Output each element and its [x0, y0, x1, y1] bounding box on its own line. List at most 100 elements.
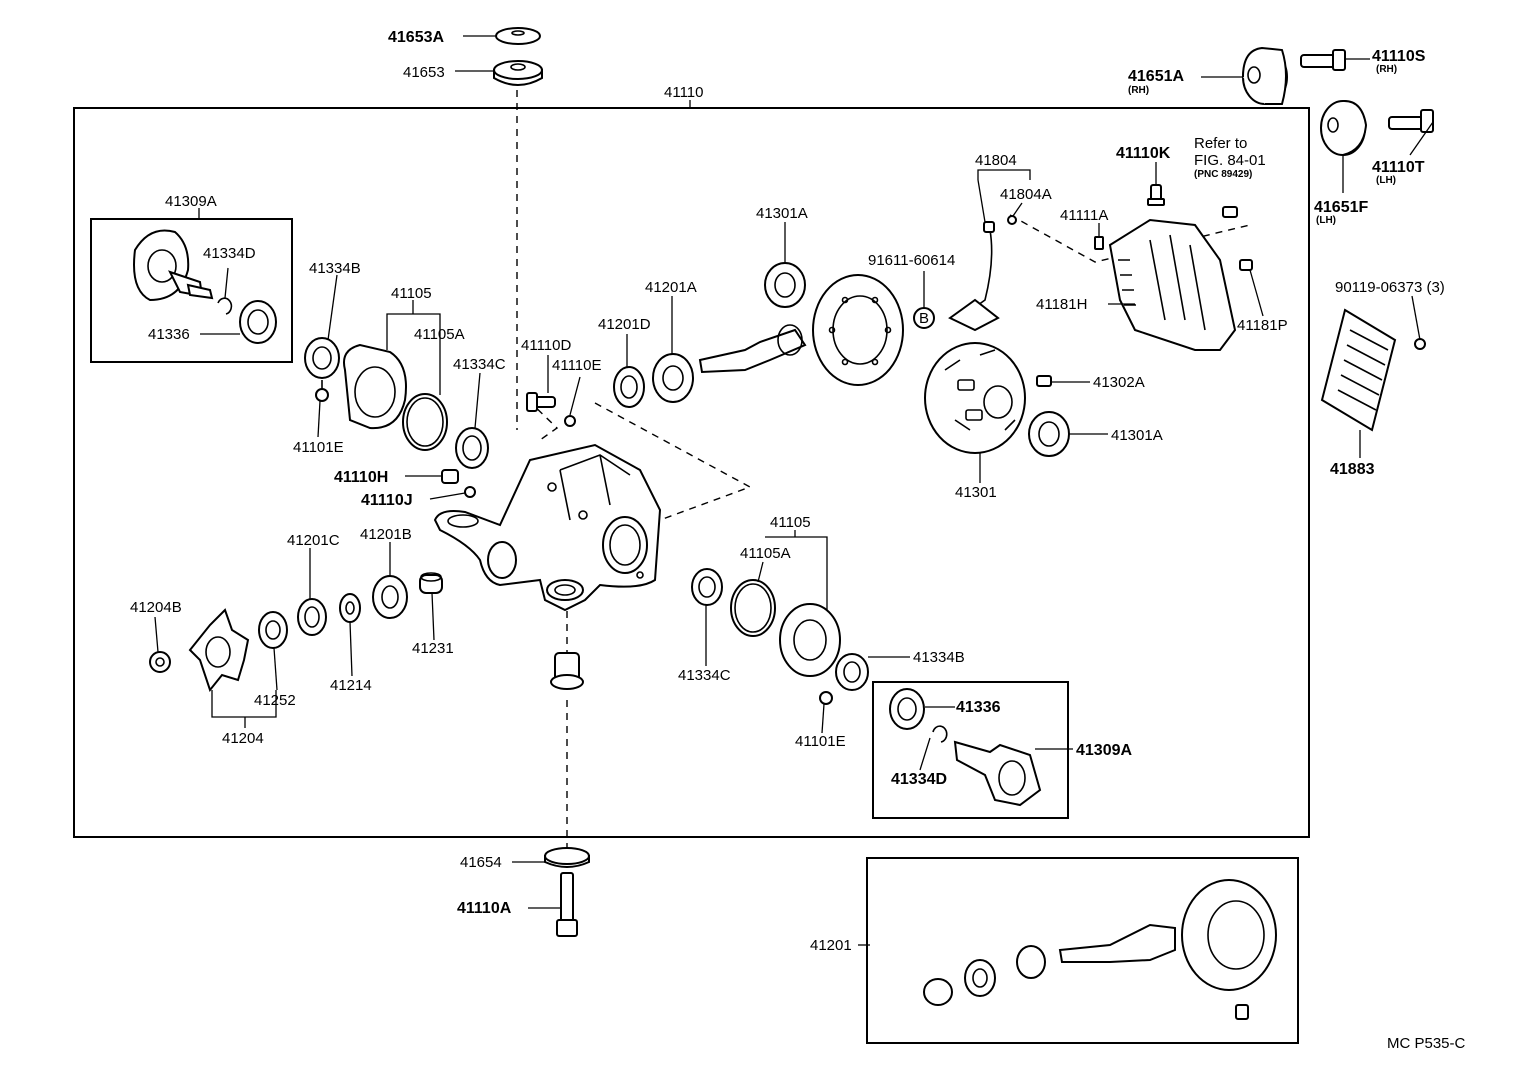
- label-41110D: 41110D: [521, 337, 571, 354]
- oil-seal-41334B-left: [304, 337, 340, 379]
- shim-41334C-right: [691, 568, 723, 606]
- axle-flange-41309A-right: [953, 740, 1042, 807]
- label-41201D: 41201D: [598, 316, 651, 333]
- label-41110T-lh: (LH): [1376, 175, 1396, 186]
- label-41110K: 41110K: [1116, 145, 1171, 162]
- nut-41204B: [149, 651, 171, 673]
- label-41105A-right: 41105A: [740, 545, 791, 562]
- label-41110E: 41110E: [552, 357, 602, 374]
- label-41201: 41201: [810, 937, 852, 954]
- label-41110J: 41110J: [361, 492, 413, 509]
- breather-41110K: [1147, 184, 1165, 206]
- speed-sensor-41804: [948, 221, 1000, 332]
- label-41334D-top: 41334D: [203, 245, 256, 262]
- cushion-41653A: [495, 27, 541, 45]
- label-41309A-bottom: 41309A: [1076, 742, 1132, 759]
- bearing-41201C: [297, 598, 327, 636]
- bolt-41110T: [1388, 109, 1434, 133]
- ring-pinion-set-frame: [866, 857, 1299, 1044]
- label-41181P: 41181P: [1237, 317, 1288, 334]
- label-41883: 41883: [1330, 461, 1375, 478]
- label-41101E-left: 41101E: [293, 439, 344, 456]
- gasket-41804A: [1007, 215, 1017, 225]
- oil-seal-41336-left: [239, 300, 277, 344]
- refer-line-3: (PNC 89429): [1194, 169, 1252, 180]
- rear-cover-41181H: [1108, 218, 1237, 351]
- bearing-retainer-41105-right: [779, 603, 841, 677]
- stopper-41654: [544, 847, 590, 868]
- label-41101E-right: 41101E: [795, 733, 846, 750]
- mount-41654-top: [550, 652, 584, 690]
- oil-seal-41336-right: [889, 688, 925, 730]
- gasket-41110E: [564, 415, 576, 427]
- differential-carrier-housing: [433, 443, 662, 612]
- label-41110T: 41110T: [1372, 159, 1425, 176]
- label-41651F-lh: (LH): [1316, 215, 1336, 226]
- label-41334C-left: 41334C: [453, 356, 506, 373]
- bearing-41301A-right: [1028, 411, 1070, 457]
- label-41105-right: 41105: [770, 514, 811, 531]
- bolt-90119: [1414, 338, 1426, 350]
- cover-41651A: [1242, 46, 1288, 105]
- pin-41111A: [1094, 236, 1104, 250]
- assembly-line-sensor: [1009, 214, 1251, 263]
- label-41252: 41252: [254, 692, 296, 709]
- refer-line-1: Refer to: [1194, 135, 1247, 152]
- axle-flange-41309A-left: [133, 229, 214, 302]
- gear-kit-41201: [923, 879, 1277, 1020]
- bolt-41110S: [1300, 49, 1346, 71]
- label-41105-left: 41105: [391, 285, 432, 302]
- label-41301A-top: 41301A: [756, 205, 808, 222]
- label-41181H: 41181H: [1036, 296, 1087, 313]
- label-41336-top: 41336: [148, 326, 190, 343]
- bolt-41181P: [1239, 259, 1253, 271]
- snap-ring-41334D-left: [217, 297, 233, 315]
- label-91611-60614: 91611-60614: [868, 252, 955, 269]
- o-ring-41105A-left: [402, 393, 448, 451]
- drive-pinion: [698, 324, 807, 374]
- plug-41110D: [526, 392, 556, 412]
- bearing-41201B: [372, 575, 408, 619]
- o-ring-41105A-right: [730, 579, 776, 637]
- spacer-41231: [419, 572, 443, 594]
- label-41302A: 41302A: [1093, 374, 1145, 391]
- oil-slinger-41214: [339, 593, 361, 623]
- label-41654: 41654: [460, 854, 502, 871]
- plate-41883: [1320, 308, 1397, 432]
- label-41301A-right: 41301A: [1111, 427, 1163, 444]
- refer-line-2: FIG. 84-01: [1194, 152, 1266, 169]
- label-41110S-rh: (RH): [1376, 64, 1397, 75]
- diagram-code: MC P535-C: [1387, 1035, 1466, 1052]
- label-41110H: 41110H: [334, 469, 388, 486]
- label-41201B: 41201B: [360, 526, 412, 543]
- marker-B: B: [913, 307, 935, 329]
- axle-shaft-left-inset: [90, 218, 293, 363]
- snap-ring-41334D-right: [932, 725, 948, 743]
- label-41653A: 41653A: [388, 29, 444, 46]
- label-41334D-bottom: 41334D: [891, 771, 947, 788]
- cushion-41653: [493, 60, 543, 86]
- bolt-41302A: [1036, 375, 1052, 387]
- label-41653: 41653: [403, 64, 445, 81]
- label-41336-bottom: 41336: [956, 699, 1001, 716]
- label-41334B-left: 41334B: [309, 260, 361, 277]
- companion-flange-41204: [188, 608, 250, 693]
- label-41301: 41301: [955, 484, 997, 501]
- label-41110A: 41110A: [457, 900, 512, 917]
- bearing-41301A-top: [764, 262, 806, 308]
- label-41201C: 41201C: [287, 532, 340, 549]
- label-41111A: 41111A: [1060, 207, 1108, 224]
- plug-41110H: [441, 469, 459, 484]
- cover-41651F: [1320, 99, 1368, 156]
- label-41334C-right: 41334C: [678, 667, 731, 684]
- label-41110: 41110: [664, 84, 704, 101]
- label-41105A-left: 41105A: [414, 326, 465, 343]
- label-41804A: 41804A: [1000, 186, 1052, 203]
- label-41309A-top: 41309A: [165, 193, 217, 210]
- bolt-41101E-left: [315, 380, 329, 402]
- label-41651F: 41651F: [1314, 199, 1368, 216]
- label-41334B-right: 41334B: [913, 649, 965, 666]
- main-assembly-frame: [73, 107, 1310, 838]
- assembly-line-pinion: [594, 402, 752, 521]
